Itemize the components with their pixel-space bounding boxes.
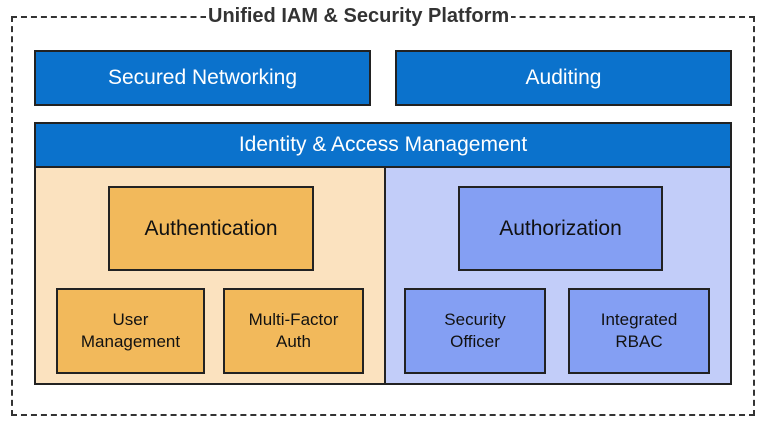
iam-container: Identity & Access Management Authenticat…: [34, 122, 732, 385]
auditing-box: Auditing: [395, 50, 732, 106]
authorization-panel: Authorization Security Officer Integrate…: [386, 168, 730, 383]
user-management-box: User Management: [56, 288, 205, 374]
diagram-title: Unified IAM & Security Platform: [206, 3, 512, 29]
multi-factor-auth-box: Multi-Factor Auth: [223, 288, 364, 374]
integrated-rbac-box: Integrated RBAC: [568, 288, 710, 374]
authentication-box: Authentication: [108, 186, 314, 271]
iam-header: Identity & Access Management: [36, 124, 730, 168]
security-officer-box: Security Officer: [404, 288, 546, 374]
secured-networking-box: Secured Networking: [34, 50, 371, 106]
authentication-panel: Authentication User Management Multi-Fac…: [36, 168, 386, 383]
authorization-box: Authorization: [458, 186, 663, 271]
